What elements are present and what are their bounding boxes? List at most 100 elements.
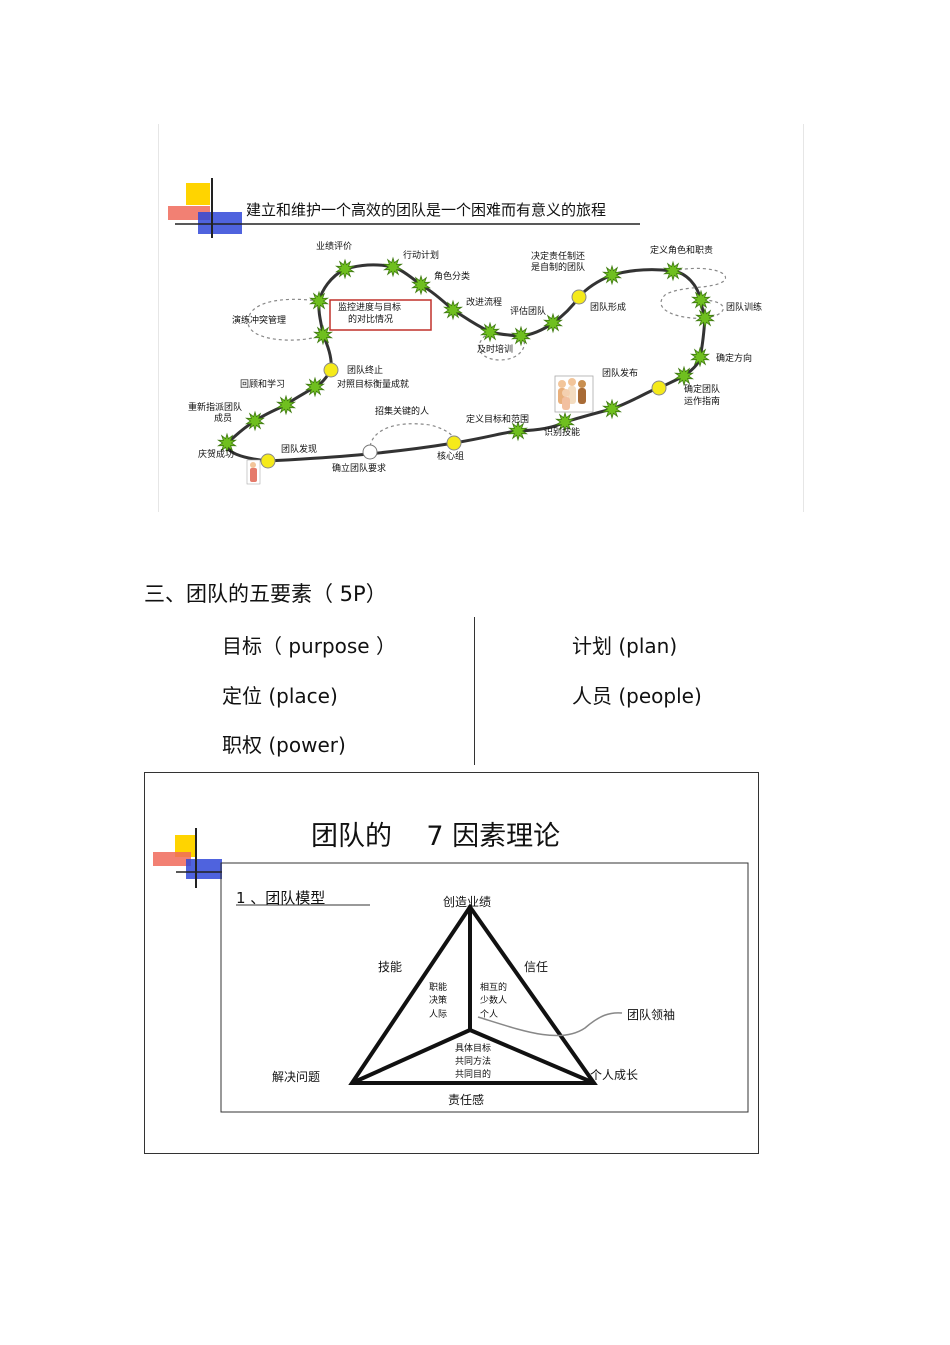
label-monitor-2: 的对比情况 — [348, 313, 393, 325]
milestone-formation — [571, 289, 587, 305]
journey-star-node — [690, 346, 710, 368]
milestone-termination — [323, 362, 339, 378]
people-group-icon — [554, 375, 594, 413]
seven-subtitle: 1 、团队模型 — [236, 889, 326, 907]
label-recruit: 招集关键的人 — [375, 405, 429, 417]
label-team-training: 团队训练 — [726, 301, 762, 313]
milestone-launch — [651, 380, 667, 396]
label-measure: 对照目标衡量成就 — [337, 378, 409, 390]
journey-star-node — [543, 312, 563, 334]
five-p-heading: 三、团队的五要素（ 5P） — [144, 582, 387, 606]
journey-star-node — [511, 325, 531, 347]
journey-star-node — [276, 394, 296, 416]
label-guide-1: 确定团队 — [684, 383, 720, 395]
bottom-inner-3: 共同目的 — [455, 1070, 492, 1080]
right-inner-3: 个人 — [480, 1010, 499, 1020]
label-guide-2: 运作指南 — [684, 395, 720, 407]
label-core-group: 核心组 — [437, 450, 464, 462]
seven-factor-slide — [144, 772, 759, 1154]
five-p-plan: 计划 (plan) — [572, 634, 678, 658]
label-performance-review: 业绩评价 — [316, 240, 352, 252]
journey-star-node — [411, 274, 431, 296]
right-inner-2: 少数人 — [480, 996, 508, 1006]
journey-star-node — [305, 376, 325, 398]
milestone-requirements — [362, 444, 378, 460]
label-conflict-drill: 演练冲突管理 — [232, 314, 286, 326]
journey-nodes — [217, 256, 715, 454]
monitor-box — [329, 299, 432, 331]
logo-yellow-square — [186, 183, 210, 205]
journey-star-node — [217, 432, 237, 454]
label-set-direction: 确定方向 — [716, 352, 752, 364]
journey-diagram: 建立和维护一个高效的团队是一个困难而有意义的旅程 业绩评价 行动计划 角色分类 … — [168, 178, 762, 485]
label-decide-2: 是自制的团队 — [531, 261, 585, 273]
label-reassign-1: 重新指派团队 — [188, 401, 242, 413]
journey-star-node — [602, 264, 622, 286]
journey-star-node — [335, 258, 355, 280]
label-evaluate-team: 评估团队 — [510, 305, 546, 317]
seven-title: 团队的 7 因素理论 — [311, 821, 561, 852]
slide-logo — [168, 178, 640, 238]
left-inner-2: 决策 — [429, 996, 448, 1006]
five-p-people: 人员 (people) — [572, 684, 702, 708]
journey-star-node — [674, 365, 694, 387]
journey-star-node — [602, 398, 622, 420]
five-p-power: 职权 (power) — [222, 733, 346, 757]
label-role-category: 角色分类 — [434, 270, 470, 282]
label-identify-skills: 识别技能 — [544, 426, 580, 438]
seven-factor-diagram — [153, 828, 749, 1113]
journey-star-node — [508, 420, 528, 442]
left-inner-1: 职能 — [429, 983, 448, 993]
label-action-plan: 行动计划 — [403, 249, 439, 261]
label-discovery: 团队发现 — [281, 443, 317, 455]
logo-blue-bar — [198, 212, 242, 234]
dashed-loop-roles — [660, 267, 727, 319]
apex-label: 创造业绩 — [443, 895, 492, 909]
label-celebrate: 庆贺成功 — [198, 448, 234, 460]
journey-star-node — [313, 324, 333, 346]
label-review-learn: 回顾和学习 — [240, 378, 285, 390]
bottom-inner-1: 具体目标 — [455, 1044, 492, 1054]
dashed-loop-conflict — [247, 298, 324, 341]
person-icon — [246, 459, 261, 485]
label-define-goals: 定义目标和范围 — [466, 413, 529, 425]
right-inner-1: 相互的 — [480, 983, 508, 993]
label-improve-process: 改进流程 — [466, 296, 502, 308]
left-inner-3: 人际 — [429, 1010, 448, 1020]
milestone-discovery — [260, 453, 276, 469]
journey-star-node — [691, 289, 711, 311]
journey-star-node — [695, 307, 715, 329]
label-termination: 团队终止 — [347, 364, 383, 376]
bottom-inner-2: 共同方法 — [455, 1057, 492, 1067]
bottom-left-label: 解决问题 — [272, 1070, 321, 1084]
label-monitor-1: 监控进度与目标 — [338, 301, 401, 313]
journey-star-node — [309, 290, 329, 312]
journey-star-node — [663, 260, 683, 282]
five-p-place: 定位 (place) — [222, 684, 338, 708]
journey-star-node — [245, 410, 265, 432]
journey-star-node — [480, 321, 500, 343]
bottom-label: 责任感 — [448, 1093, 485, 1107]
team-model-triangle — [348, 903, 598, 1085]
label-decide-1: 决定责任制还 — [531, 250, 585, 262]
right-edge-label: 信任 — [524, 960, 549, 974]
journey-star-node — [555, 411, 575, 433]
journey-star-node — [443, 299, 463, 321]
label-team-formation: 团队形成 — [590, 301, 626, 313]
label-define-roles: 定义角色和职责 — [650, 244, 713, 256]
leader-pointer — [477, 1012, 623, 1037]
five-p-divider — [474, 617, 475, 765]
journey-title: 建立和维护一个高效的团队是一个困难而有意义的旅程 — [246, 201, 606, 219]
leader-label: 团队领袖 — [627, 1008, 676, 1022]
milestone-core-group — [446, 435, 462, 451]
label-timely-training: 及时培训 — [477, 343, 513, 355]
five-p-purpose: 目标（ purpose ） — [222, 634, 396, 658]
left-edge-label: 技能 — [378, 960, 403, 974]
label-team-launch: 团队发布 — [602, 367, 638, 379]
bottom-right-label: 个人成长 — [590, 1068, 639, 1082]
label-requirements: 确立团队要求 — [332, 462, 386, 474]
model-frame — [220, 862, 749, 1113]
seven-logo — [153, 828, 222, 888]
label-reassign-2: 成员 — [214, 412, 232, 424]
journey-slide — [158, 124, 804, 512]
